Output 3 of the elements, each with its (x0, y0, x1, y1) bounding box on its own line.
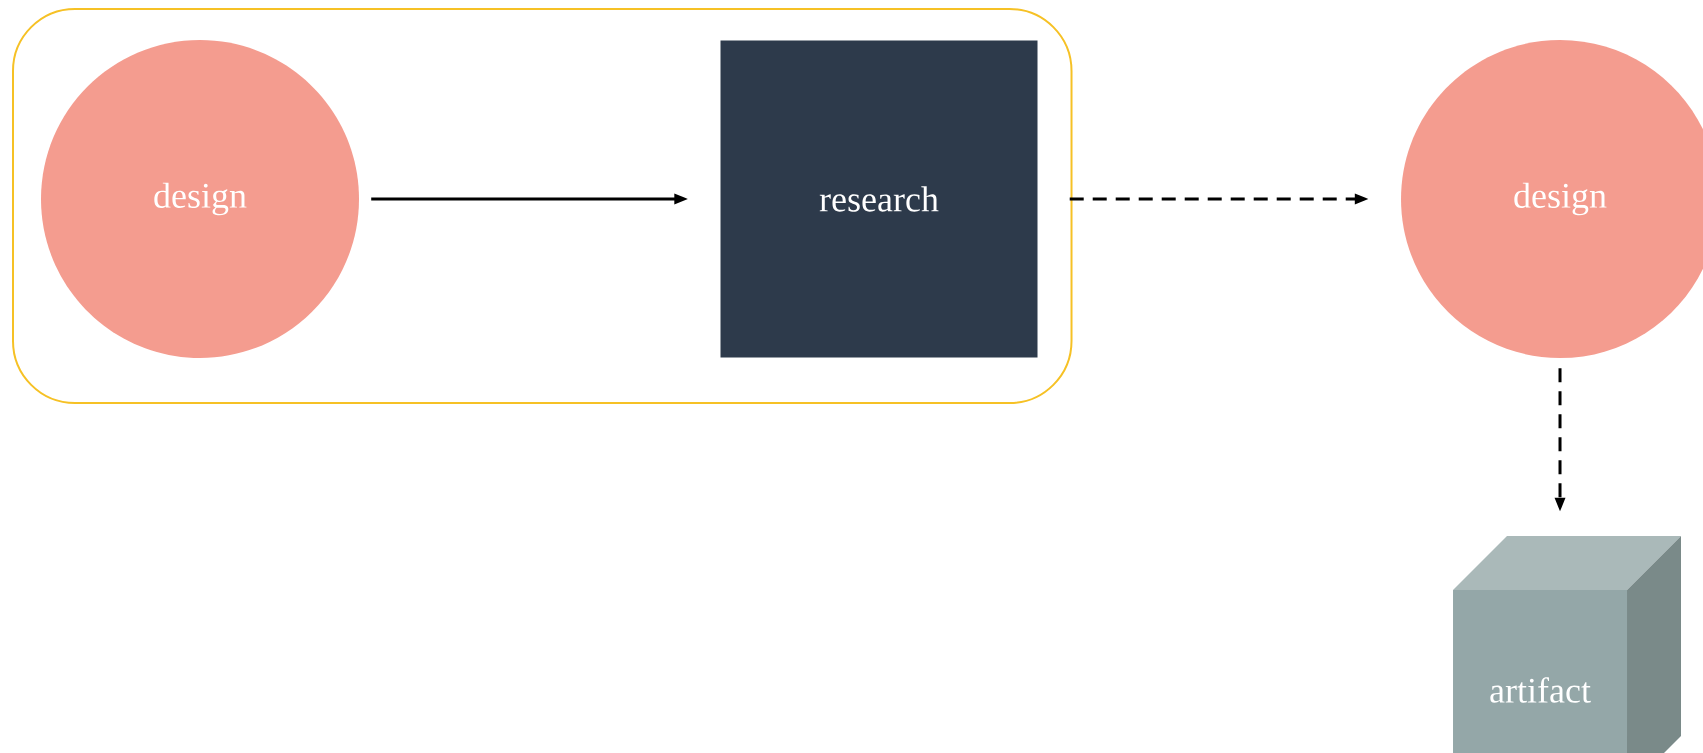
artifact-cube: artifact (1453, 536, 1681, 753)
group-frame (12, 8, 1073, 404)
process-box: research (720, 40, 1038, 358)
